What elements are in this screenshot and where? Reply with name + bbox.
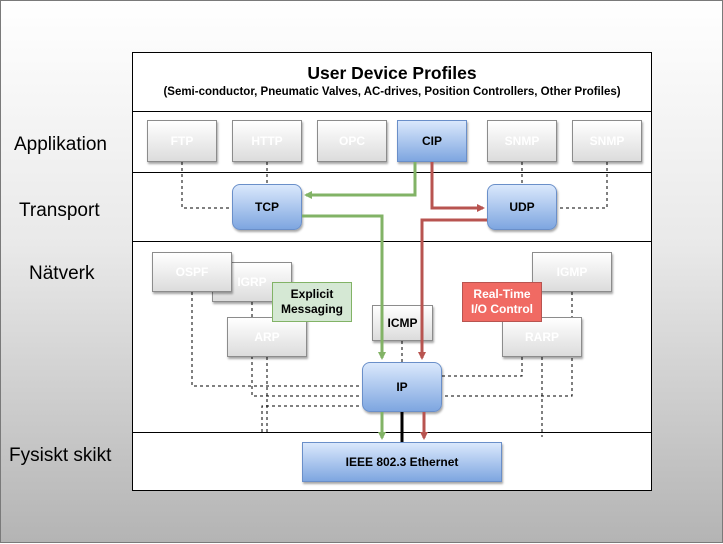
- protocol-ftp: FTP: [147, 120, 217, 162]
- protocol-ip: IP: [362, 362, 442, 412]
- realtime-io-control-label: Real-Time I/O Control: [462, 282, 542, 322]
- divider-network: [132, 432, 652, 433]
- path-cip-udp: [430, 162, 485, 212]
- profiles-subtitle: (Semi-conductor, Pneumatic Valves, AC-dr…: [163, 86, 621, 98]
- divider-transport: [132, 241, 652, 242]
- protocol-udp: UDP: [487, 184, 557, 230]
- layer-label-physical: Fysiskt skikt: [9, 445, 112, 466]
- line-rarp-ip: [442, 357, 523, 377]
- line-snmp2-udp: [557, 162, 608, 209]
- protocol-snmp-2: SNMP: [572, 120, 642, 162]
- protocol-igmp: IGMP: [532, 252, 612, 292]
- line-ftp-tcp: [181, 162, 232, 209]
- layer-label-network: Nätverk: [29, 263, 95, 284]
- profiles-title: User Device Profiles: [307, 63, 477, 83]
- ethernet-box: IEEE 802.3 Ethernet: [302, 442, 502, 482]
- path-tcp-ip: [302, 214, 386, 360]
- layer-label-transport: Transport: [19, 200, 100, 221]
- protocol-arp: ARP: [227, 317, 307, 357]
- divider-application: [132, 172, 652, 173]
- line-ospf-ip: [191, 292, 362, 387]
- protocol-cip: CIP: [397, 120, 467, 162]
- explicit-messaging-label: Explicit Messaging: [272, 282, 352, 322]
- path-cip-tcp: [304, 162, 417, 199]
- line-igmp-ip: [442, 292, 573, 397]
- protocol-http: HTTP: [232, 120, 302, 162]
- layer-label-application: Applikation: [14, 134, 107, 155]
- path-udp-ip: [418, 218, 487, 360]
- protocol-ospf: OSPF: [152, 252, 232, 292]
- divider-profiles: [132, 111, 652, 112]
- protocol-tcp: TCP: [232, 184, 302, 230]
- line-arp-ip: [261, 405, 362, 432]
- protocol-rarp: RARP: [502, 317, 582, 357]
- protocol-snmp-1: SNMP: [487, 120, 557, 162]
- protocol-opc: OPC: [317, 120, 387, 162]
